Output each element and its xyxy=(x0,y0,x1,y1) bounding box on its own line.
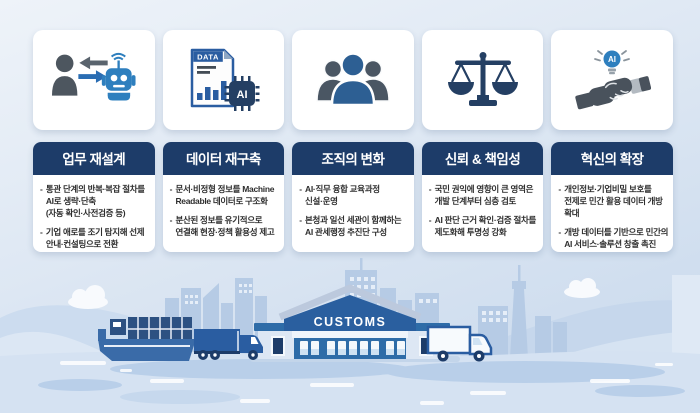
bullet-item: - 문서·비정형 정보를 Machine Readable 데이터로 구조화 xyxy=(170,183,281,207)
bullet-item: - 통관 단계의 반복·복잡 절차를 AI로 생략·단축 (자동 확인·사전검증… xyxy=(40,183,151,219)
pillar-bullets: - AI·직무 융합 교육과정 신설·운영 - 본청과 일선 세관이 함께하는 … xyxy=(292,175,414,238)
pillar-title: 조직의 변화 xyxy=(292,142,414,175)
bullet-marker: - xyxy=(299,215,303,226)
bullet-text: 문서·비정형 정보를 Machine Readable 데이터로 구조화 xyxy=(175,184,275,207)
icon-card-work-redesign xyxy=(33,30,155,130)
bullet-text: 개인정보·기업비밀 보호를 전제로 민간 활용 데이터 개방 확대 xyxy=(564,184,663,219)
pillar-bullets: - 문서·비정형 정보를 Machine Readable 데이터로 구조화 -… xyxy=(163,175,285,238)
ground-highlights xyxy=(60,361,673,405)
pillar-bullets: - 통관 단계의 반복·복잡 절차를 AI로 생략·단축 (자동 확인·사전검증… xyxy=(33,175,155,250)
customs-sign: CUSTOMS xyxy=(314,315,387,329)
ai-bulb-label: AI xyxy=(608,55,616,64)
bullet-item: - AI·직무 융합 교육과정 신설·운영 xyxy=(299,183,410,207)
bullet-text: AI·직무 융합 교육과정 신설·운영 xyxy=(305,184,380,207)
info-card-data-rebuild: 데이터 재구축 - 문서·비정형 정보를 Machine Readable 데이… xyxy=(162,142,285,252)
bullet-text: 통관 단계의 반복·복잡 절차를 AI로 생략·단축 (자동 확인·사전검증 등… xyxy=(45,184,145,219)
pillar-bullets: - 국민 권익에 영향이 큰 영역은 개발 단계부터 심층 검토 - AI 판단… xyxy=(422,175,544,238)
blue-truck xyxy=(194,329,263,360)
ai-bulb xyxy=(603,50,621,68)
pillar-title: 업무 재설계 xyxy=(33,142,155,175)
customs-building: CUSTOMS xyxy=(250,284,460,362)
handshake xyxy=(575,76,652,110)
white-truck xyxy=(426,325,493,362)
pillar-innovation-expansion: AI 혁신의 확장 xyxy=(551,30,673,252)
icon-card-org-change xyxy=(292,30,414,130)
handshake-ai-bulb-icon: AI xyxy=(575,50,652,110)
customs-port-scene: CUSTOMS xyxy=(0,258,700,413)
icon-card-innovation: AI xyxy=(551,30,673,130)
bullet-text: AI 판단 근거 확인·검증 절차를 제도화해 투명성 강화 xyxy=(434,215,537,238)
bullet-marker: - xyxy=(169,184,173,194)
icon-card-data-rebuild: DATA AI xyxy=(162,30,285,130)
pillar-work-redesign: 업무 재설계 - 통관 단계의 반복·복잡 절차를 AI로 생략·단축 (자동 … xyxy=(33,30,155,252)
clouds xyxy=(68,278,600,309)
bullet-item: - 국민 권익에 영향이 큰 영역은 개발 단계부터 심층 검토 xyxy=(429,183,540,207)
balance-scale-icon xyxy=(447,52,518,106)
bullet-marker: - xyxy=(428,184,432,194)
building-window-tint xyxy=(300,349,405,355)
pillar-trust-accountability: 신뢰 & 책임성 - 국민 권익에 영향이 큰 영역은 개발 단계부터 심층 검… xyxy=(421,30,544,252)
pillars-row: 업무 재설계 - 통관 단계의 반복·복잡 절차를 AI로 생략·단축 (자동 … xyxy=(33,30,673,252)
info-card-org-change: 조직의 변화 - AI·직무 융합 교육과정 신설·운영 - 본청과 일선 세관… xyxy=(292,142,414,252)
ground-puddles xyxy=(38,359,685,404)
data-document-ai-chip-icon: DATA AI xyxy=(191,48,260,111)
ai-chip xyxy=(224,76,260,111)
icon-card-trust xyxy=(421,30,544,130)
bullet-item: - 기업 애로를 조기 탐지해 선제 안내·컨설팅으로 전환 xyxy=(40,226,151,250)
bullet-marker: - xyxy=(558,227,562,238)
bullet-item: - 분산된 정보를 유기적으로 연결해 현장·정책 활용성 제고 xyxy=(170,214,281,238)
bullet-marker: - xyxy=(40,184,43,194)
people-group-icon xyxy=(316,52,390,107)
pillar-bullets: - 개인정보·기업비밀 보호를 전제로 민간 활용 데이터 개방 확대 - 개방… xyxy=(551,175,673,250)
cargo-ship xyxy=(98,317,196,361)
human-robot-exchange-icon xyxy=(51,52,136,101)
pillar-org-change: 조직의 변화 - AI·직무 융합 교육과정 신설·운영 - 본청과 일선 세관… xyxy=(292,30,414,252)
bullet-marker: - xyxy=(40,227,43,238)
bullet-text: 기업 애로를 조기 탐지해 선제 안내·컨설팅으로 전환 xyxy=(45,227,145,250)
info-card-innovation: 혁신의 확장 - 개인정보·기업비밀 보호를 전제로 민간 활용 데이터 개방 … xyxy=(551,142,673,252)
info-card-work-redesign: 업무 재설계 - 통관 단계의 반복·복잡 절차를 AI로 생략·단축 (자동 … xyxy=(33,142,155,252)
pillar-title: 데이터 재구축 xyxy=(162,142,285,175)
bullet-item: - AI 판단 근거 확인·검증 절차를 제도화해 투명성 강화 xyxy=(429,214,540,238)
pillar-title: 혁신의 확장 xyxy=(551,142,673,175)
data-label: DATA xyxy=(198,53,220,62)
pillar-title: 신뢰 & 책임성 xyxy=(421,142,544,175)
pillar-data-rebuild: DATA AI xyxy=(162,30,285,252)
bullet-marker: - xyxy=(169,215,173,226)
bullet-text: 개방 데이터를 기반으로 민간의 AI 서비스·솔루션 창출 촉진 xyxy=(564,227,669,250)
bullet-item: - 개방 데이터를 기반으로 민간의 AI 서비스·솔루션 창출 촉진 xyxy=(558,226,669,250)
bullet-text: 본청과 일선 세관이 함께하는 AI 관세행정 추진단 구성 xyxy=(305,215,402,238)
bullet-item: - 개인정보·기업비밀 보호를 전제로 민간 활용 데이터 개방 확대 xyxy=(558,183,669,219)
bullet-text: 국민 권익에 영향이 큰 영역은 개발 단계부터 심층 검토 xyxy=(434,184,534,207)
ai-chip-label: AI xyxy=(237,89,248,101)
info-card-trust: 신뢰 & 책임성 - 국민 권익에 영향이 큰 영역은 개발 단계부터 심층 검… xyxy=(421,142,544,252)
bullet-text: 분산된 정보를 유기적으로 연결해 현장·정책 활용성 제고 xyxy=(175,215,275,238)
bullet-marker: - xyxy=(428,215,432,226)
bullet-marker: - xyxy=(558,184,562,194)
bullet-item: - 본청과 일선 세관이 함께하는 AI 관세행정 추진단 구성 xyxy=(299,214,410,238)
bullet-marker: - xyxy=(299,184,303,194)
